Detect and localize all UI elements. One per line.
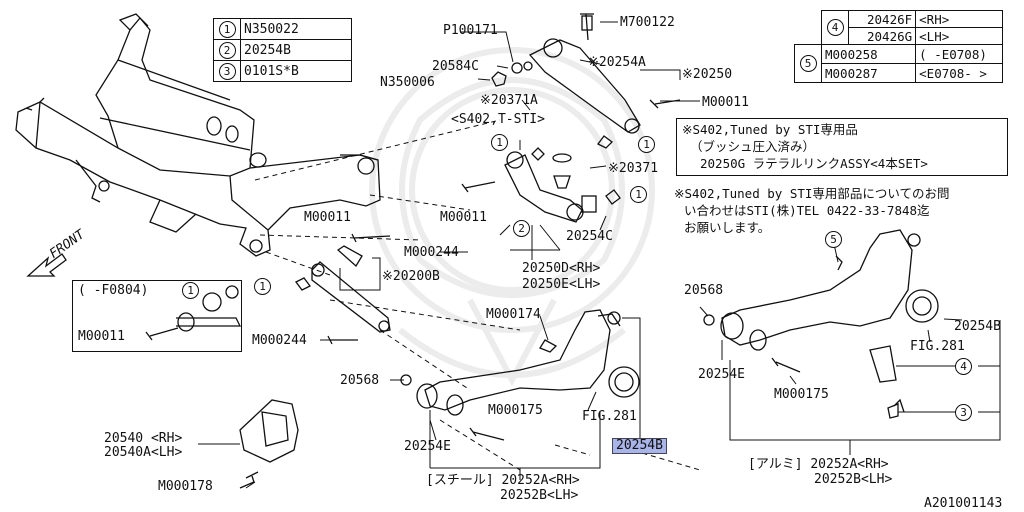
inset-box [72,280,242,352]
legend-row: 1 N350022 [213,18,352,40]
legend-table-right: 4 20426F <RH> 20426G <LH> 5 M000258 ( -E… [794,10,1004,83]
part-number: 20254B [240,39,352,61]
legend-table-left: 1 N350022 2 20254B 3 0101S*B [213,18,352,82]
legend-row: M000287 <E0708- > [795,63,1004,83]
part-label: 20584C [432,59,479,74]
part-label: ※20254A [588,55,646,70]
part-label: 20252B<LH> [500,488,579,503]
part-label: M700122 [620,15,675,30]
inset-bolt-label: M00011 [78,329,125,344]
part-label: M000174 [486,307,541,322]
part-label: M00011 [702,95,749,110]
callout-number: 5 [799,55,817,72]
part-label: ※20371 [608,161,659,176]
front-arrow-icon [26,253,67,277]
part-range: <E0708- > [915,63,1004,83]
part-label: N350006 [380,75,435,90]
steel-lower-arm [400,309,640,441]
bracket-20540 [239,399,299,489]
callout-number: 1 [218,20,236,38]
rear-crossmember [15,13,381,257]
part-label: 20254E [698,367,745,382]
part-label: 20250E<LH> [522,277,601,292]
legend-row: 3 0101S*B [213,60,352,82]
legend-row: 20426G <LH> [795,27,1004,45]
part-label: ※20200B [382,269,440,284]
part-label: M000244 [252,333,307,348]
part-number: M000287 [820,63,917,83]
part-label: P100171 [443,23,498,38]
s402-inquiry-line: い合わせはSTI(株)TEL 0422-33-7848迄 [684,203,930,218]
lateral-link-20200b [295,233,391,345]
s402-note-line: 20250G ラテラルリンクASSY<4本SET> [700,156,928,171]
part-number: 20426G [847,27,917,45]
middle-link [461,147,621,223]
part-label: 20540 <RH> [104,431,183,446]
part-label-highlighted[interactable]: 20254B [612,438,667,454]
part-number: N350022 [240,18,352,40]
part-label: 20254B [954,319,1001,334]
callout-circle: 3 [955,404,972,421]
part-label: M00011 [304,210,351,225]
callout-circle: 1 [630,186,647,203]
part-label: M00011 [440,210,487,225]
part-label: FIG.281 [910,339,965,354]
s402-inquiry-line: ※S402,Tuned by STI専用部品についてのお問 [674,186,950,201]
part-label: [スチール] 20252A<RH> [426,473,580,488]
watermark-emblem [369,47,655,387]
part-number: 0101S*B [240,60,352,82]
callout-circle: 2 [513,220,530,237]
part-label: M000175 [774,387,829,402]
label-leaders [198,21,1001,489]
part-side: <LH> [915,27,1004,45]
part-number: M000258 [820,44,917,64]
s402-note-line: （ブッシュ圧入済み） [690,139,816,154]
part-label: 20252B<LH> [814,472,893,487]
legend-row: 2 20254B [213,39,352,61]
part-number: 20426F [847,10,917,28]
callout-circle: 1 [638,136,655,153]
part-range: ( -E0708) [915,44,1004,64]
part-label: [アルミ] 20252A<RH> [748,457,889,472]
inset-range-label: ( -F0804) [78,283,149,298]
part-label: 20250D<RH> [522,261,601,276]
inset-detail [145,285,242,341]
part-label: 20254C [566,229,613,244]
s402-note-box [676,118,1008,176]
s402-inquiry-line: お願いします。 [684,220,771,235]
aluminium-lower-arm [703,229,939,419]
callout-circle: 5 [825,231,842,248]
part-label: 20540A<LH> [104,445,183,460]
diagram-id: A201001143 [924,496,1003,511]
callout-circle: 1 [254,278,271,295]
callout-number: 2 [218,41,236,59]
part-label: 20568 [340,373,380,388]
part-label: M000178 [158,479,213,494]
callout-circle: 1 [182,282,199,299]
part-label: 20568 [684,283,724,298]
callout-number: 3 [218,62,236,80]
legend-row: 4 20426F <RH> [795,10,1004,45]
part-label: <S402,T-STI> [451,112,545,127]
callout-circle: 1 [491,134,508,151]
legend-row: 5 M000258 ( -E0708) [794,44,1004,83]
callout-circle: 4 [955,358,972,375]
callout-number: 4 [826,19,844,36]
part-label: 20254E [404,439,451,454]
part-label: FIG.281 [582,409,637,424]
part-side: <RH> [915,10,1004,28]
part-label: ※20371A [480,93,538,108]
upper-lateral-link [491,13,681,149]
part-label: M000244 [404,245,459,260]
part-label: ※20250 [682,67,733,82]
part-label: M000175 [488,403,543,418]
s402-note-line: ※S402,Tuned by STI専用品 [682,122,858,137]
